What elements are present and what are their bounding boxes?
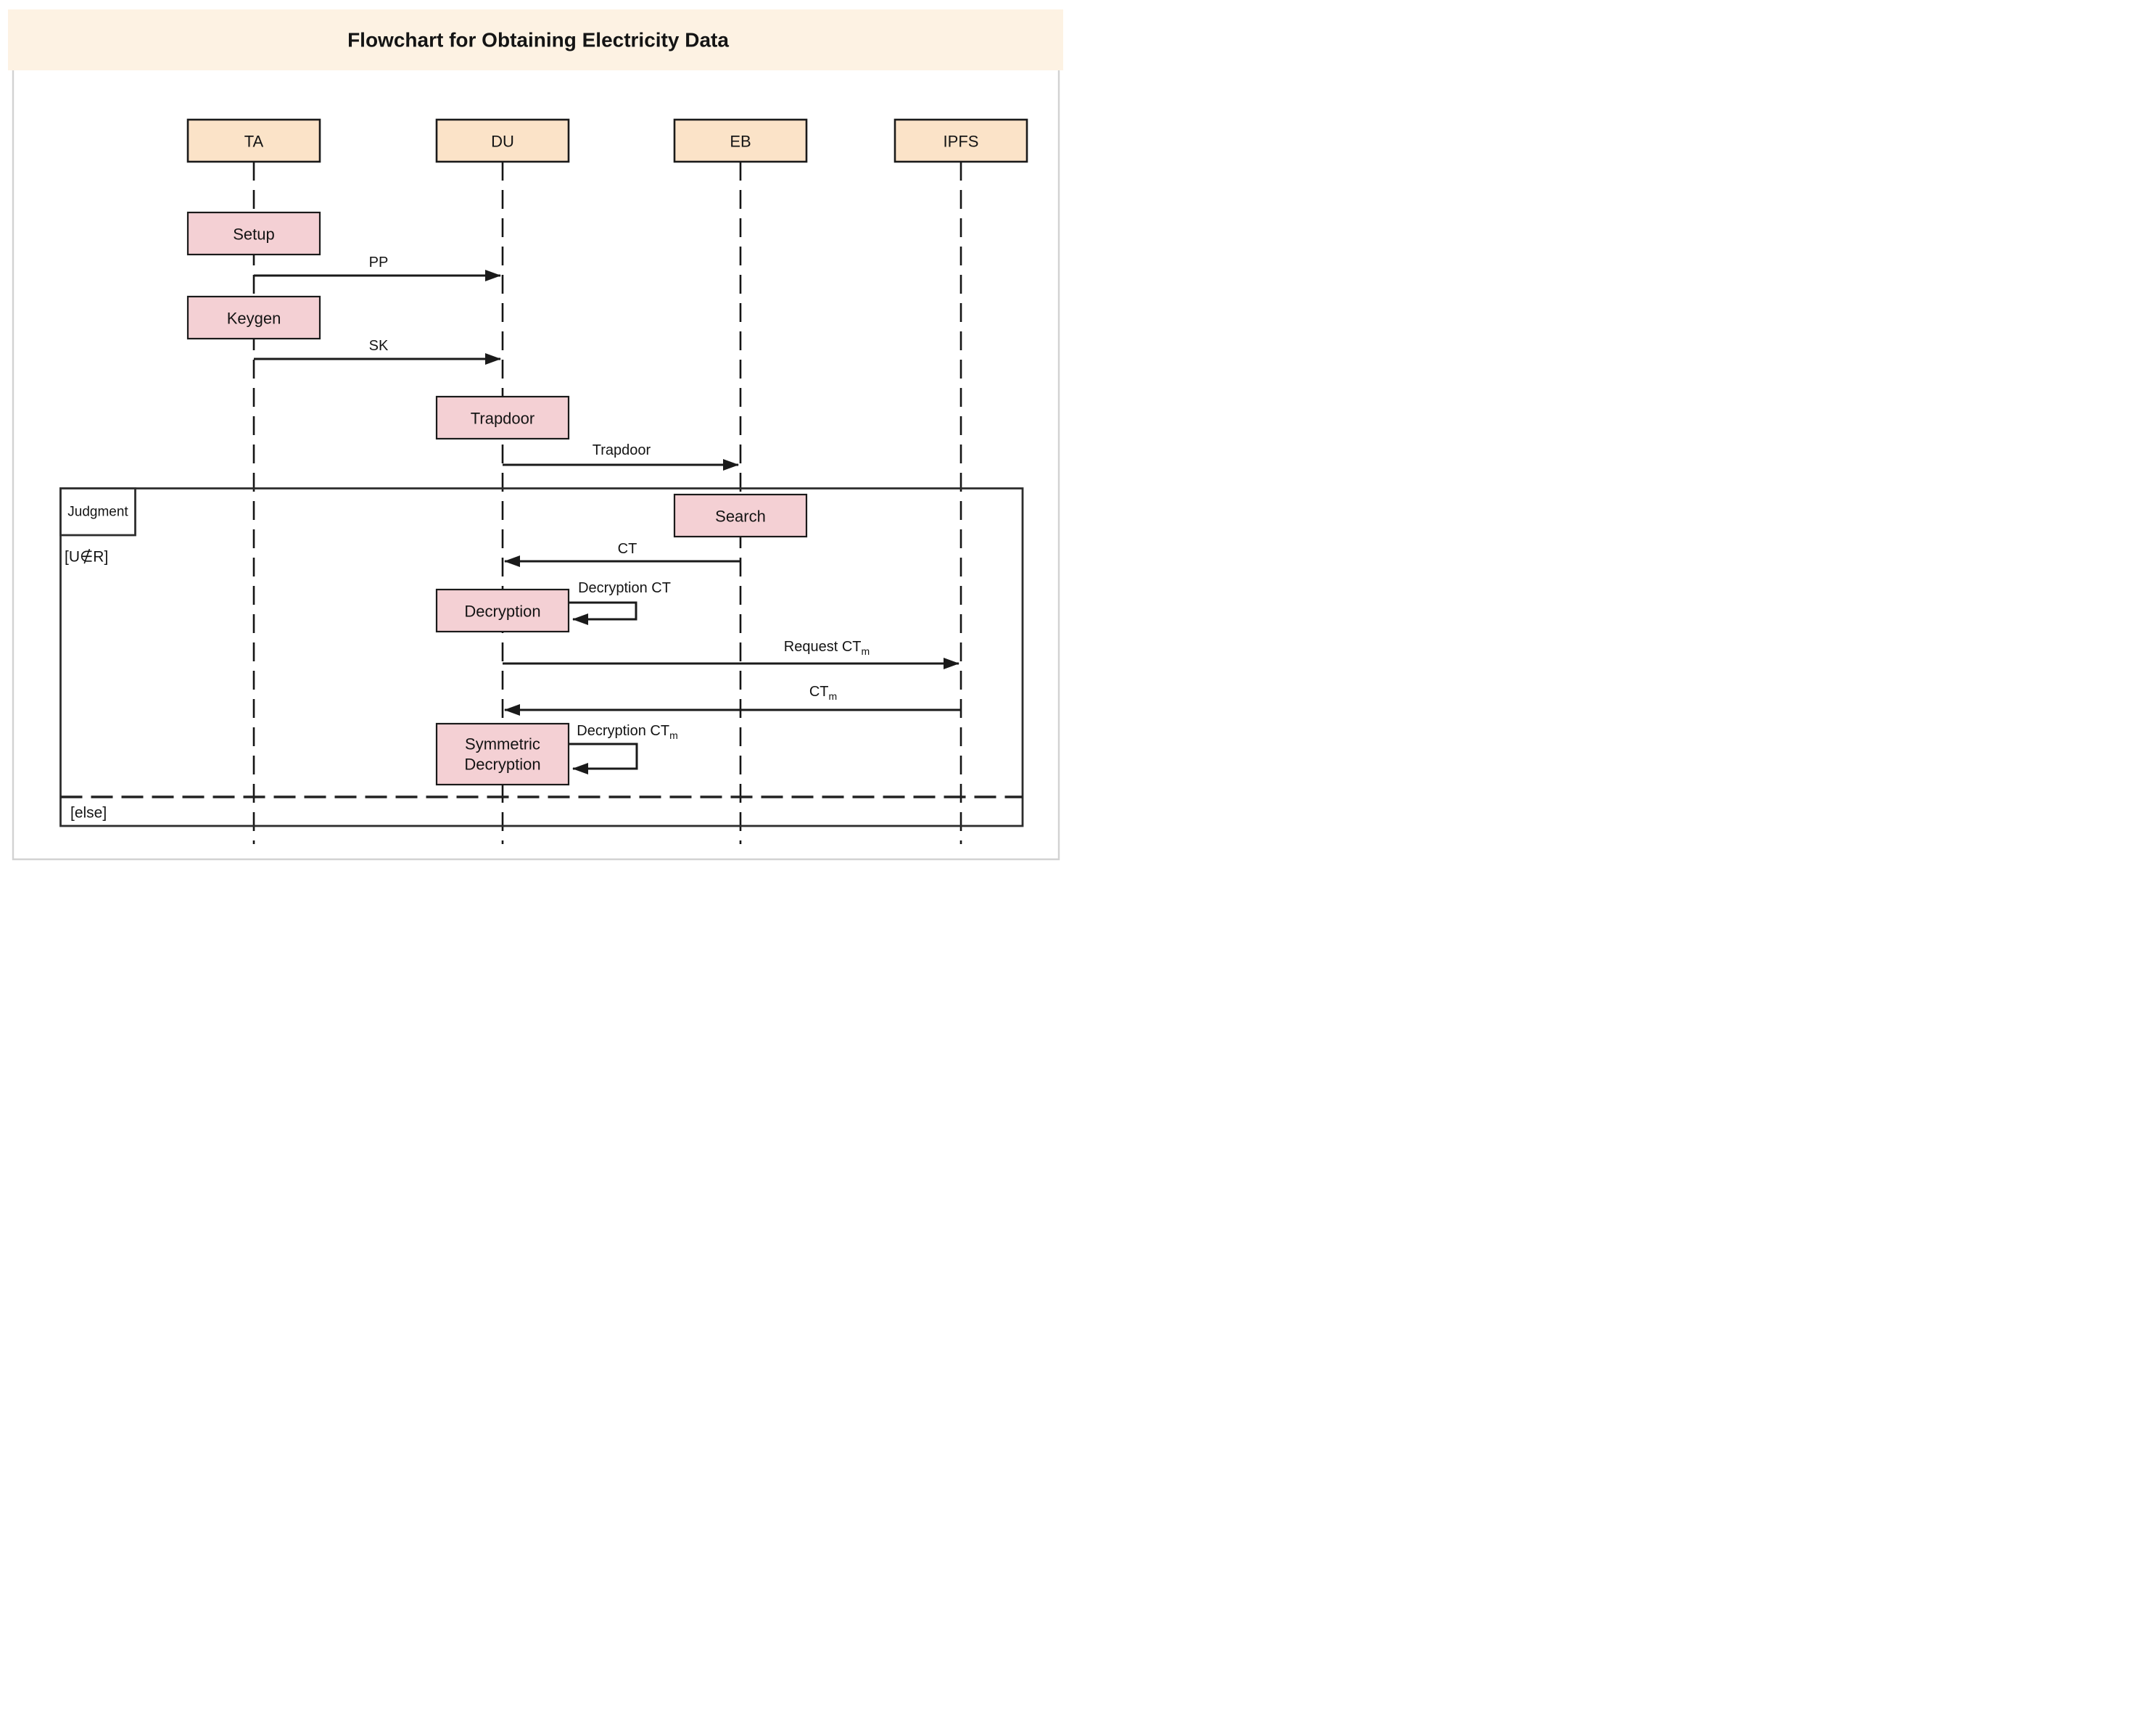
- message-request-ctm-label: Request CTm: [784, 639, 870, 657]
- message-ctm-label: CTm: [809, 684, 837, 702]
- message-decryption-ctm-label: Decryption CTm: [577, 723, 677, 741]
- activity-search-label: Search: [715, 508, 766, 526]
- activity-trapdoor-label: Trapdoor: [471, 410, 534, 428]
- actor-ipfs-label: IPFS: [944, 133, 979, 151]
- activity-search-box: [673, 493, 808, 538]
- flowchart-canvas: Flowchart for Obtaining Electricity Data…: [0, 0, 1069, 868]
- message-ct-label: CT: [618, 541, 637, 557]
- activity-decryption-box: [435, 588, 570, 633]
- actor-eb-box: [673, 118, 808, 163]
- message-decryption-ct-selfloop: [569, 601, 637, 625]
- actor-ta-box: [186, 118, 321, 163]
- activity-trapdoor-box: [435, 395, 570, 440]
- diagram-title: Flowchart for Obtaining Electricity Data: [347, 29, 729, 51]
- activity-setup-label: Setup: [233, 226, 275, 244]
- actor-ta: TA: [186, 118, 321, 163]
- activity-setup-box: [186, 211, 321, 256]
- guard-condition-else: [else]: [70, 805, 107, 822]
- actor-du: DU: [435, 118, 570, 163]
- canvas-border: [12, 70, 1060, 861]
- guard-condition-in: [U∉R]: [65, 549, 108, 566]
- actor-du-label: DU: [491, 133, 514, 151]
- activity-keygen-label: Keygen: [227, 310, 281, 328]
- actor-ipfs: IPFS: [893, 118, 1028, 163]
- actor-ta-label: TA: [244, 133, 264, 151]
- message-decryption-ct-label: Decryption CT: [578, 580, 671, 596]
- actor-eb: EB: [673, 118, 808, 163]
- message-pp-label: PP: [369, 255, 389, 270]
- judgment-frame-label: Judgment: [67, 505, 128, 520]
- actor-eb-label: EB: [730, 133, 751, 151]
- title-bar: [8, 9, 1063, 70]
- activity-symmetric-decryption-box: [435, 722, 570, 786]
- actor-du-box: [435, 118, 570, 163]
- message-trapdoor-label: Trapdoor: [593, 442, 651, 458]
- judgment-frame: [59, 487, 1024, 827]
- message-decryption-ctm-selfloop: [569, 743, 638, 774]
- actor-ipfs-box: [893, 118, 1028, 163]
- message-sk-label: SK: [369, 338, 389, 354]
- activity-keygen-box: [186, 295, 321, 340]
- sequence-diagram: Flowchart for Obtaining Electricity Data…: [8, 9, 1063, 861]
- activity-decryption-label: Decryption: [464, 603, 540, 621]
- judgment-frame-label-box: [59, 487, 136, 537]
